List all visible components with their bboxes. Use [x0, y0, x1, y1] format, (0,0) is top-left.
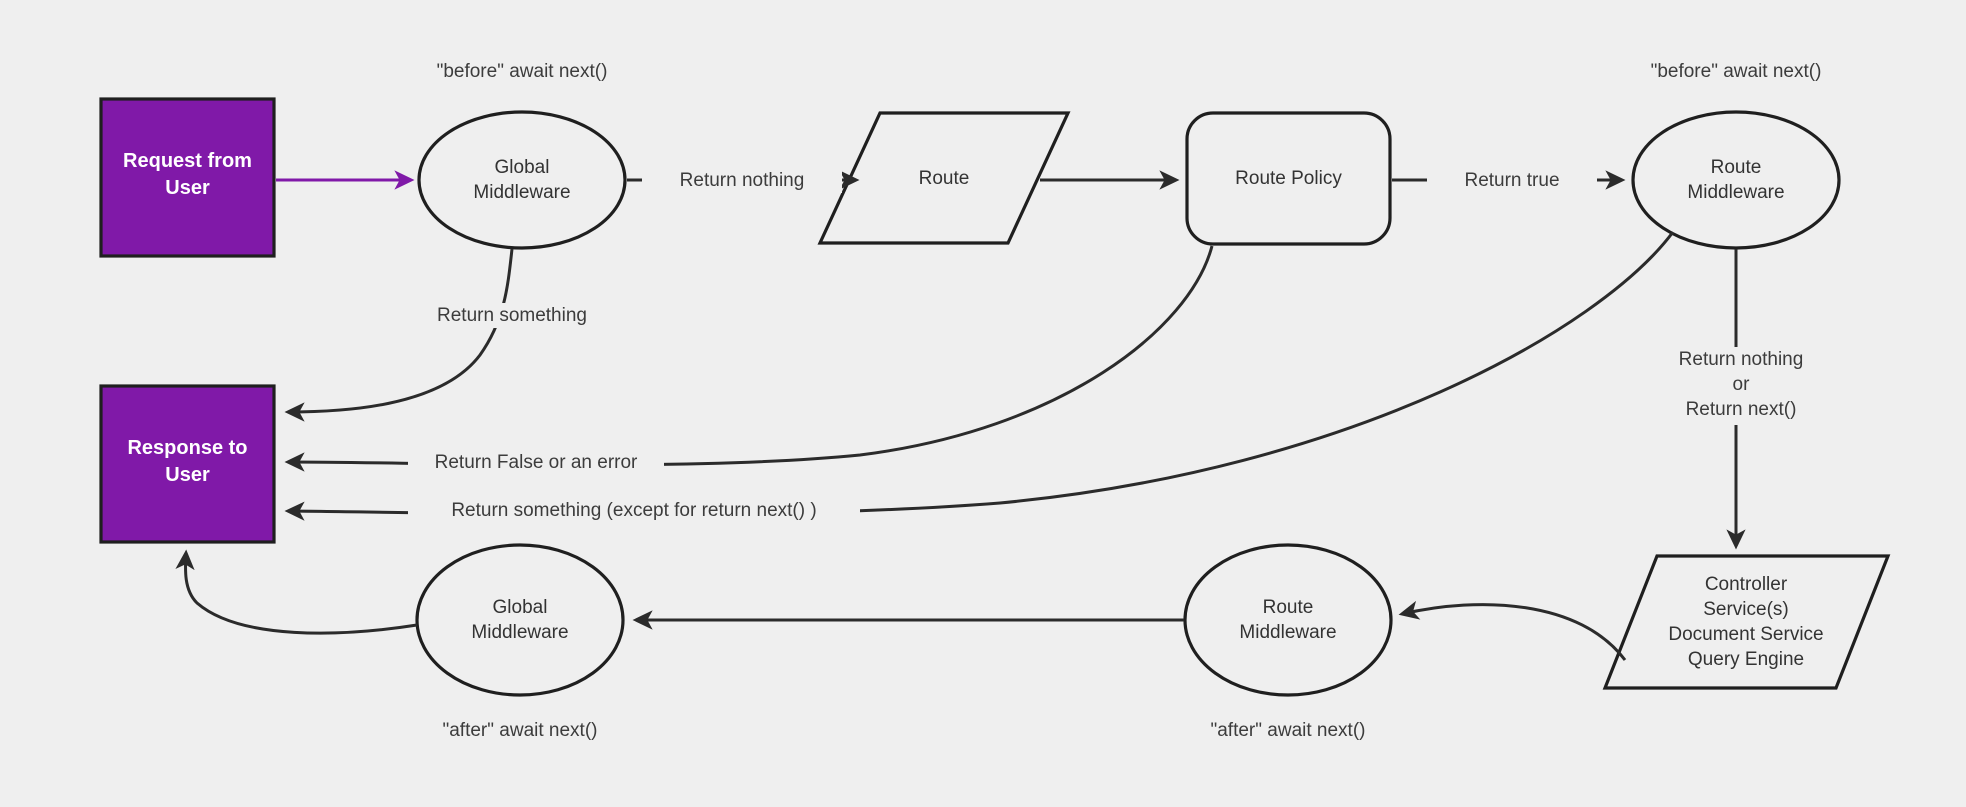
edge-label-return-something-except: Return something (except for return next… [408, 498, 860, 523]
edge-controller-to-route-middleware-bottom [1398, 600, 1627, 661]
node-global-middleware-bottom[interactable] [415, 543, 625, 697]
node-route-middleware-top[interactable] [1631, 110, 1841, 250]
annotation-before-await-next-left: "before" await next() [436, 61, 608, 82]
edge-label-return-nothing-or-next: Return nothing or Return next() [1625, 347, 1857, 422]
edge-label-return-true: Return true [1427, 168, 1597, 193]
node-request-from-user[interactable] [99, 97, 276, 258]
edge-label-return-nothing: Return nothing [642, 168, 842, 193]
edge-global-middleware-to-response [284, 248, 514, 422]
node-controller-stack[interactable] [1602, 554, 1891, 690]
edge-route-policy-to-response [284, 245, 1214, 472]
node-route[interactable] [817, 111, 1071, 245]
node-global-middleware-top[interactable] [417, 110, 627, 250]
annotation-after-await-next-right: "after" await next() [1210, 720, 1366, 741]
annotation-before-await-next-right: "before" await next() [1650, 61, 1822, 82]
edge-label-return-false-or-error: Return False or an error [408, 450, 664, 475]
node-route-policy[interactable] [1185, 111, 1392, 246]
node-route-middleware-bottom[interactable] [1183, 543, 1393, 697]
edge-label-return-something-top: Return something [412, 303, 612, 328]
edge-global-middleware-bottom-to-response [175, 549, 418, 635]
annotation-after-await-next-left: "after" await next() [442, 720, 598, 741]
node-response-to-user[interactable] [99, 384, 276, 544]
